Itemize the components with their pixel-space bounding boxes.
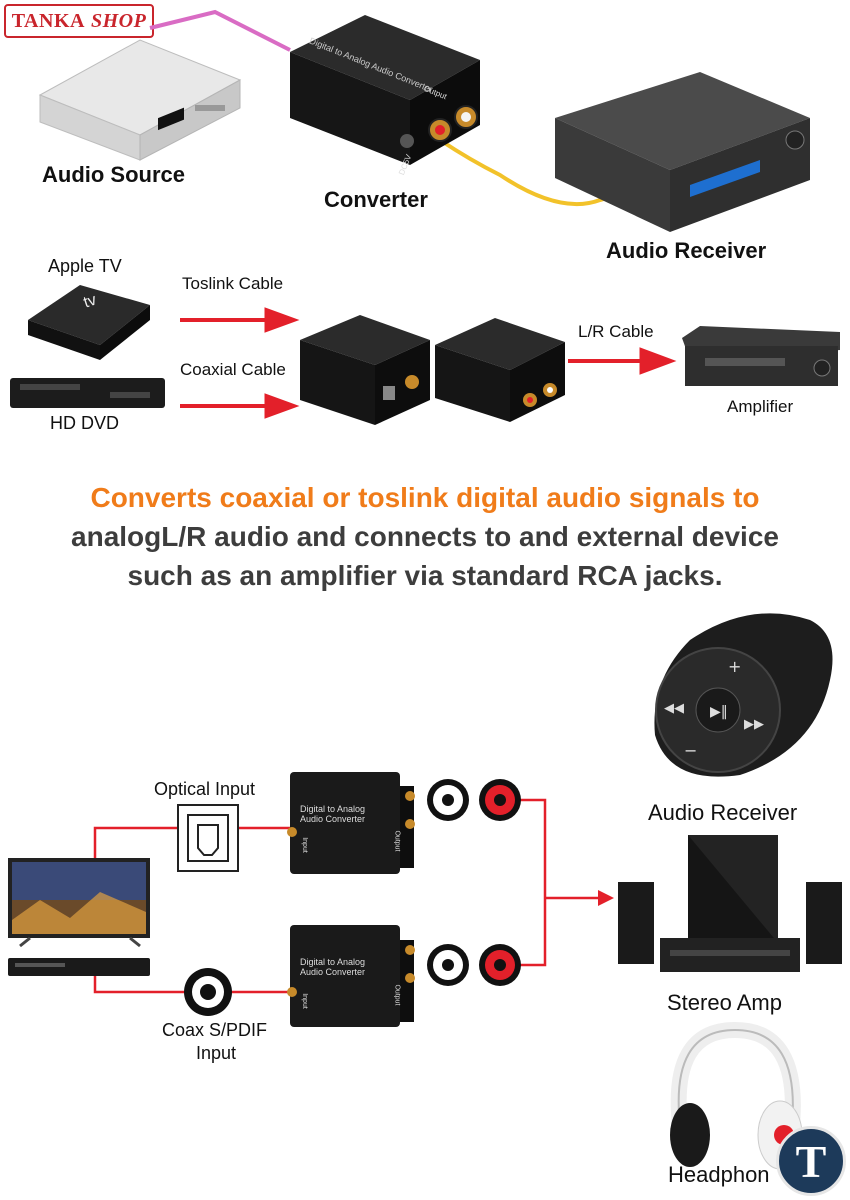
bottom-diagram-art: ▶‖ + − ◀◀ ▶▶ xyxy=(8,613,842,1170)
brand-badge-icon: T xyxy=(776,1126,846,1196)
headphone-label: Headphon xyxy=(668,1162,770,1187)
converter-coax-face-line2: Audio Converter xyxy=(300,967,366,977)
converter-optical-input-port: Input xyxy=(300,837,308,853)
toslink-arrow xyxy=(180,307,300,333)
converter-coax-input-port: Input xyxy=(300,993,308,1009)
top-converter-device-icon xyxy=(290,15,480,165)
middle-converter-output-icon xyxy=(435,318,565,422)
audio-receiver-bottom-label: Audio Receiver xyxy=(648,800,798,825)
lr-cable-arrow xyxy=(568,347,677,375)
stereo-amp-system-icon xyxy=(618,835,842,972)
tagline: Converts coaxial or toslink digital audi… xyxy=(0,478,850,595)
shop-logo: TANKA SHOP xyxy=(4,4,154,38)
converter-optical-face-line1: Digital to Analog xyxy=(300,804,366,814)
lr-cable-label: L/R Cable xyxy=(578,322,654,341)
apple-tv-device-icon xyxy=(28,285,150,360)
middle-diagram-art xyxy=(10,285,840,425)
tv-device-icon xyxy=(8,858,150,948)
rca-white-jack-top-icon xyxy=(427,779,469,821)
converter-optical-output-port: Output xyxy=(393,830,401,852)
hd-dvd-label: HD DVD xyxy=(50,413,120,433)
bottom-converter-optical-icon xyxy=(287,772,415,874)
tagline-line-2: analogL/R audio and connects to and exte… xyxy=(71,521,779,552)
converter-coax-output-port: Output xyxy=(393,984,401,1006)
converter-optical-face-line2: Audio Converter xyxy=(300,814,366,824)
svg-text:◀◀: ◀◀ xyxy=(664,701,684,716)
stereo-amp-label: Stereo Amp xyxy=(667,990,782,1015)
converter-coax-face-line1: Digital to Analog xyxy=(300,957,366,967)
rca-red-jack-bottom-icon xyxy=(479,944,521,986)
svg-text:−: − xyxy=(684,741,697,760)
output-wiring xyxy=(520,798,600,967)
audio-receiver-device-icon xyxy=(555,72,810,232)
rca-red-jack-top-icon xyxy=(479,779,521,821)
amplifier-label: Amplifier xyxy=(727,397,794,416)
audio-source-label: Audio Source xyxy=(42,162,186,187)
pink-optical-cable xyxy=(149,9,291,52)
logo-text-tanka: TANKA xyxy=(11,9,85,32)
amplifier-device-icon xyxy=(682,326,840,386)
bottom-converter-coax-icon xyxy=(287,925,415,1027)
hd-dvd-device-icon xyxy=(10,378,165,408)
apple-tv-label: Apple TV xyxy=(48,256,122,276)
svg-text:+: + xyxy=(728,657,741,676)
svg-text:▶‖: ▶‖ xyxy=(710,704,728,720)
coaxial-cable-label: Coaxial Cable xyxy=(180,360,286,379)
middle-converter-input-icon xyxy=(300,315,430,425)
logo-text-shop: SHOP xyxy=(90,9,147,32)
audio-receiver-label: Audio Receiver xyxy=(606,238,767,263)
output-arrow-head xyxy=(598,890,614,906)
coax-input-label-line2: Input xyxy=(196,1043,237,1063)
bluetooth-receiver-device-icon: ▶‖ + − ◀◀ ▶▶ xyxy=(654,613,833,777)
coax-input-label-line1: Coax S/PDIF xyxy=(162,1020,268,1040)
coaxial-arrow xyxy=(180,393,300,419)
optical-input-label: Optical Input xyxy=(154,779,256,799)
audio-source-device-icon xyxy=(38,39,242,161)
rca-white-jack-bottom-icon xyxy=(427,944,469,986)
tagline-line-1: Converts coaxial or toslink digital audi… xyxy=(90,482,760,513)
svg-text:▶▶: ▶▶ xyxy=(744,717,764,732)
tagline-line-3: such as an amplifier via standard RCA ja… xyxy=(127,560,723,591)
dvd-player-device-icon xyxy=(8,958,150,976)
coax-socket-icon xyxy=(184,968,232,1016)
toslink-cable-label: Toslink Cable xyxy=(182,274,284,293)
input-wiring xyxy=(93,826,290,994)
converter-label: Converter xyxy=(324,187,428,212)
top-diagram-art xyxy=(38,9,810,232)
optical-input-socket-icon xyxy=(177,804,239,872)
